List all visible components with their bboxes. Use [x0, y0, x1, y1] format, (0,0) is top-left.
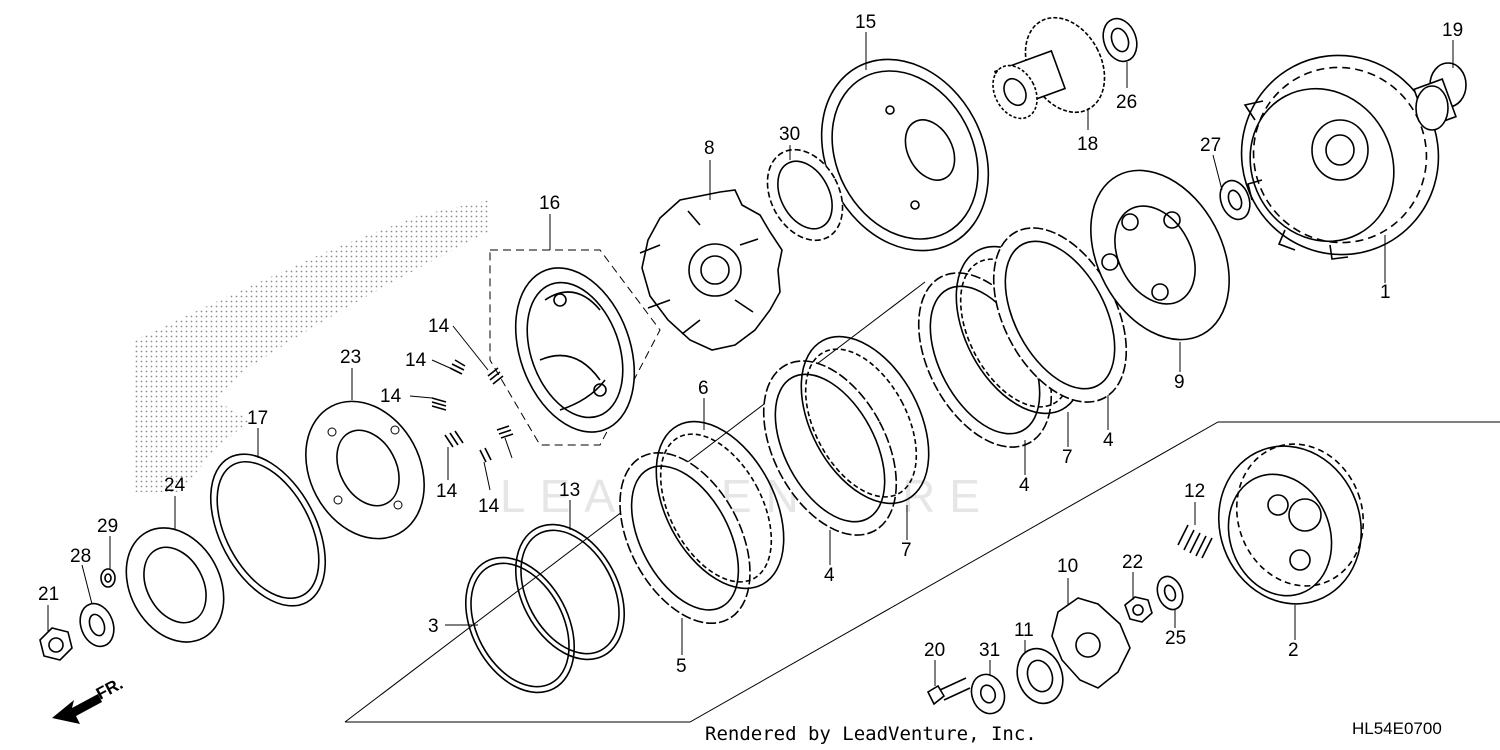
part-washer-26	[1102, 17, 1138, 63]
callout-26: 26	[1116, 92, 1137, 113]
callout-labels: 1 2 3 4 4 4 5 6 7 7 8 9 10 11 12 13 14 1…	[38, 12, 1463, 677]
callout-4b: 4	[1019, 475, 1030, 496]
callout-4a: 4	[1103, 430, 1114, 451]
watermark: LEADVENTURE	[500, 470, 994, 522]
part-pressure-plate	[1090, 169, 1230, 341]
callout-29: 29	[97, 516, 118, 537]
callout-18: 18	[1077, 134, 1098, 155]
part-ring-17	[209, 453, 327, 607]
callout-2: 2	[1288, 640, 1299, 661]
part-friction-disc-4a	[762, 360, 898, 536]
part-washer-28	[79, 602, 115, 648]
part-centrifugal-clutch	[489, 249, 661, 446]
callout-25: 25	[1165, 628, 1186, 649]
part-one-way-clutch	[766, 148, 844, 242]
callout-7b: 7	[901, 540, 912, 561]
callout-9: 9	[1174, 372, 1185, 393]
callout-31: 31	[979, 640, 1000, 661]
front-direction-arrow: FR.	[52, 674, 126, 724]
callout-14d: 14	[436, 481, 458, 502]
part-clutch-plate-6	[655, 420, 785, 590]
part-spring-12	[1177, 524, 1213, 559]
callout-13: 13	[559, 480, 580, 501]
callout-16: 16	[539, 193, 560, 214]
callout-14e: 14	[478, 496, 500, 517]
part-clutch-outer	[1240, 54, 1440, 260]
callout-8: 8	[704, 138, 715, 159]
callout-17: 17	[247, 408, 268, 429]
diagram-code: HL54E0700	[1352, 719, 1442, 738]
callout-5: 5	[676, 656, 687, 677]
part-bolt-20	[926, 677, 971, 706]
part-washer-25	[1156, 575, 1184, 611]
callout-14b: 14	[405, 350, 427, 371]
callout-30: 30	[779, 124, 800, 145]
footer-text: Rendered by LeadVenture, Inc.	[705, 723, 1037, 745]
callout-27: 27	[1200, 135, 1221, 156]
part-clutch-center	[1217, 443, 1365, 605]
part-clutch-plate-7a	[800, 335, 930, 505]
callout-22: 22	[1122, 552, 1143, 573]
part-lockwasher-29	[100, 568, 116, 588]
callout-21: 21	[38, 584, 59, 605]
callout-19: 19	[1442, 20, 1463, 41]
callout-6: 6	[698, 378, 709, 399]
part-nut-21	[39, 627, 73, 661]
callout-10: 10	[1057, 556, 1078, 577]
callout-14a: 14	[428, 316, 450, 337]
callout-4c: 4	[824, 565, 835, 586]
callout-23: 23	[340, 347, 361, 368]
callout-14c: 14	[380, 386, 402, 407]
part-bearing-31	[970, 673, 1006, 715]
part-plate-24	[125, 527, 225, 643]
callout-20: 20	[924, 640, 945, 661]
part-plate-23	[305, 400, 425, 540]
part-lifter-plate-10	[1051, 597, 1131, 689]
part-o-ring-3	[464, 556, 576, 694]
part-bushing	[1413, 62, 1467, 131]
callout-7a: 7	[1062, 447, 1073, 468]
part-nut-22	[1124, 596, 1153, 623]
part-clutch-drum	[820, 58, 990, 252]
callout-3: 3	[428, 616, 439, 637]
callout-11: 11	[1014, 620, 1034, 641]
part-friction-disc-5	[619, 451, 751, 625]
part-washer-27	[1219, 179, 1251, 221]
callout-28: 28	[70, 546, 91, 567]
part-primary-gear	[992, 16, 1106, 120]
callout-15: 15	[855, 12, 876, 33]
part-bearing-11	[1016, 647, 1064, 705]
engine-case-shading	[135, 200, 490, 492]
callout-24: 24	[164, 475, 186, 496]
callout-12: 12	[1184, 481, 1205, 502]
leader-lines	[47, 32, 1454, 686]
part-springs-14	[431, 359, 514, 463]
part-o-ring-13	[514, 523, 626, 661]
part-drive-plate	[639, 189, 783, 351]
callout-1: 1	[1380, 282, 1391, 303]
